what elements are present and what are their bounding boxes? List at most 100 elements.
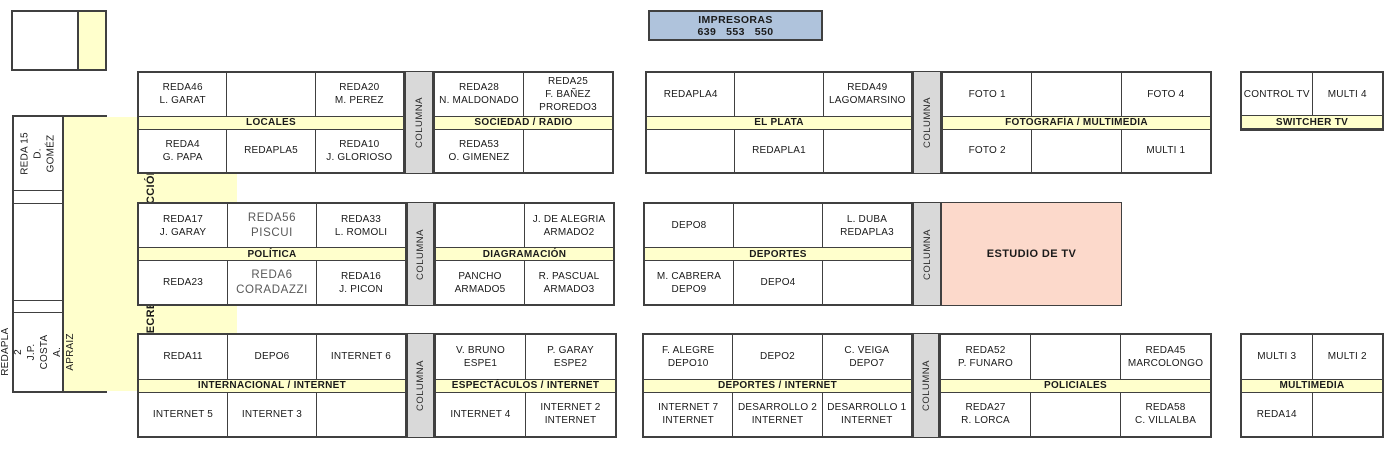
columna-pillar: COLUMNA — [913, 333, 939, 438]
corner-desk-white — [13, 12, 77, 69]
columna-pillar: COLUMNA — [913, 202, 941, 306]
desk-cell — [14, 190, 62, 203]
desk-cell: MULTI 3 — [1257, 351, 1297, 363]
desk-cell: REDA25 F. BAÑEZ PROREDO3 — [523, 73, 612, 116]
columna-pillar: COLUMNA — [407, 202, 434, 306]
desk-label: REDAPLA 2 J.P. COSTA A. APRAIZ — [0, 327, 76, 376]
desk-cell: REDA46 L. GARAT — [159, 82, 206, 107]
desk-cell — [1031, 73, 1120, 116]
desk-cell — [436, 204, 524, 247]
section-header-deportes-internet: DEPORTES / INTERNET — [644, 378, 911, 393]
desk-cell: FOTO 4 — [1120, 73, 1210, 116]
desk-cell — [734, 73, 822, 116]
corner-desk-yellow — [77, 12, 105, 69]
desk-cell: DEPO4 — [733, 261, 822, 304]
desk-cell: REDA45 MARCOLONGO — [1120, 335, 1210, 379]
desk-cell — [14, 203, 62, 300]
group-fotografia-multimedia: FOTO 1 FOTO 4 FOTOGRAFÍA / MULTIMEDIA FO… — [941, 71, 1212, 174]
secretarios-desks: REDA 15 D. GOMÉZ REDAPLA 2 J.P. COSTA A.… — [0, 117, 76, 391]
section-header-diagramacion: DIAGRAMACIÓN — [436, 247, 613, 261]
section-header-internacional-internet: INTERNACIONAL / INTERNET — [139, 378, 405, 393]
desk-cell: FOTO 2 — [968, 145, 1006, 157]
section-header-politica: POLÍTICA — [139, 247, 405, 261]
desk-cell: DESARROLLO 1 INTERNET — [821, 392, 911, 436]
desk-cell: REDAPLA 2 J.P. COSTA A. APRAIZ — [0, 312, 76, 391]
columna-label: COLUMNA — [415, 359, 427, 412]
columna-pillar: COLUMNA — [405, 71, 433, 174]
desk-cell: REDA16 J. PICON — [316, 261, 405, 304]
desk-cell: R. PASCUAL ARMADO3 — [524, 261, 613, 304]
group-espectaculos-internet: V. BRUNO ESPE1 P. GARAY ESPE2 ESPECTÁCUL… — [434, 333, 617, 438]
desk-cell: REDA14 — [1256, 408, 1297, 420]
secretarios-group: REDA 15 D. GOMÉZ REDAPLA 2 J.P. COSTA A.… — [0, 115, 238, 393]
desk-cell: INTERNET 5 — [152, 408, 214, 420]
section-header-deportes: DEPORTES — [645, 247, 911, 261]
desk-cell: REDA52 P. FUNARO — [958, 344, 1013, 369]
desk-cell: INTERNET 3 — [227, 392, 316, 436]
section-header-sociedad-radio: SOCIEDAD / RADIO — [435, 115, 612, 130]
desk-cell: REDA 15 D. GOMÉZ — [14, 117, 62, 190]
desk-cell: REDA10 J. GLORIOSO — [314, 129, 403, 172]
desk-cell — [523, 129, 612, 172]
columna-pillar: COLUMNA — [913, 71, 941, 174]
desk-cell: REDA27 R. LORCA — [961, 402, 1010, 427]
columna-pillar: COLUMNA — [407, 333, 434, 438]
desk-cell — [14, 300, 62, 312]
section-header-el-plata: EL PLATA — [647, 115, 911, 130]
group-locales: REDA46 L. GARAT REDA20 M. PEREZ LOCALES … — [137, 71, 405, 174]
section-header-policiales: POLICIALES — [941, 378, 1210, 393]
printers-numbers: 639 553 550 — [697, 25, 774, 38]
desk-cell — [316, 392, 405, 436]
desk-cell — [822, 261, 911, 304]
columna-label: COLUMNA — [413, 96, 425, 149]
desk-cell: REDA20 M. PEREZ — [314, 73, 403, 116]
section-header-switcher-tv: SWITCHER TV — [1242, 115, 1382, 129]
desk-cell: PANCHO ARMADO5 — [454, 270, 506, 295]
desk-cell: INTERNET 7 INTERNET — [658, 402, 719, 427]
desk-cell: DEPO6 — [227, 335, 316, 379]
desk-cell: DEPO2 — [732, 335, 821, 379]
desk-cell: REDA4 G. PAPA — [162, 138, 203, 163]
columna-label: COLUMNA — [921, 228, 933, 280]
estudio-de-tv-room: ESTUDIO DE TV — [941, 202, 1122, 306]
desk-cell: MULTI 4 — [1311, 73, 1383, 115]
desk-cell — [822, 129, 911, 172]
desk-cell — [1030, 335, 1120, 379]
desk-cell: REDA11 — [163, 351, 203, 363]
desk-cell: REDA53 O. GIMENEZ — [448, 138, 510, 163]
desk-cell: REDA6 CORADAZZI — [227, 261, 316, 304]
desk-cell: REDA17 J. GARAY — [159, 213, 207, 238]
desk-cell: J. DE ALEGRIA ARMADO2 — [524, 204, 613, 247]
desk-label: REDA 15 D. GOMÉZ — [19, 132, 57, 175]
desk-cell — [733, 204, 822, 247]
desk-cell — [1031, 129, 1120, 172]
group-el-plata: REDAPLA4 REDA49 LAGOMARSINO EL PLATA RED… — [645, 71, 913, 174]
desk-cell: CONTROL TV — [1243, 88, 1310, 100]
printers-box: IMPRESORAS 639 553 550 — [648, 10, 823, 41]
group-diagramacion: J. DE ALEGRIA ARMADO2 DIAGRAMACIÓN PANCH… — [434, 202, 615, 306]
desk-cell: DEPO8 — [671, 220, 707, 231]
desk-cell: REDA56 PISCUI — [227, 204, 316, 247]
desk-cell: REDA33 L. ROMOLI — [316, 204, 405, 247]
desk-cell: FOTO 1 — [968, 88, 1006, 100]
desk-cell — [226, 73, 314, 116]
desk-cell: REDAPLA1 — [734, 129, 822, 172]
desk-cell: REDA28 N. MALDONADO — [439, 82, 519, 107]
section-header-fotografia-multimedia: FOTOGRAFÍA / MULTIMEDIA — [943, 115, 1210, 130]
group-deportes: DEPO8 L. DUBA REDAPLA3 DEPORTES M. CABRE… — [643, 202, 913, 306]
desk-cell: MULTI 2 — [1311, 335, 1383, 379]
desk-cell: M. CABRERA DEPO9 — [656, 270, 722, 295]
group-deportes-internet: F. ALEGRE DEPO10 DEPO2 C. VEIGA DEPO7 DE… — [642, 333, 913, 438]
estudio-de-tv-label: ESTUDIO DE TV — [986, 248, 1077, 260]
group-switcher-tv: CONTROL TV MULTI 4 SWITCHER TV — [1240, 71, 1384, 131]
desk-cell: REDAPLA5 — [226, 129, 314, 172]
desk-cell: P. GARAY ESPE2 — [525, 335, 615, 379]
group-internacional-internet: REDA11 DEPO6 INTERNET 6 INTERNACIONAL / … — [137, 333, 407, 438]
desk-cell — [1030, 392, 1120, 436]
group-policiales: REDA52 P. FUNARO REDA45 MARCOLONGO POLIC… — [939, 333, 1212, 438]
desk-cell: REDA23 — [162, 277, 204, 288]
desk-cell: INTERNET 4 — [450, 408, 511, 420]
desk-cell: F. ALEGRE DEPO10 — [661, 344, 715, 369]
group-sociedad-radio: REDA28 N. MALDONADO REDA25 F. BAÑEZ PROR… — [433, 71, 614, 174]
